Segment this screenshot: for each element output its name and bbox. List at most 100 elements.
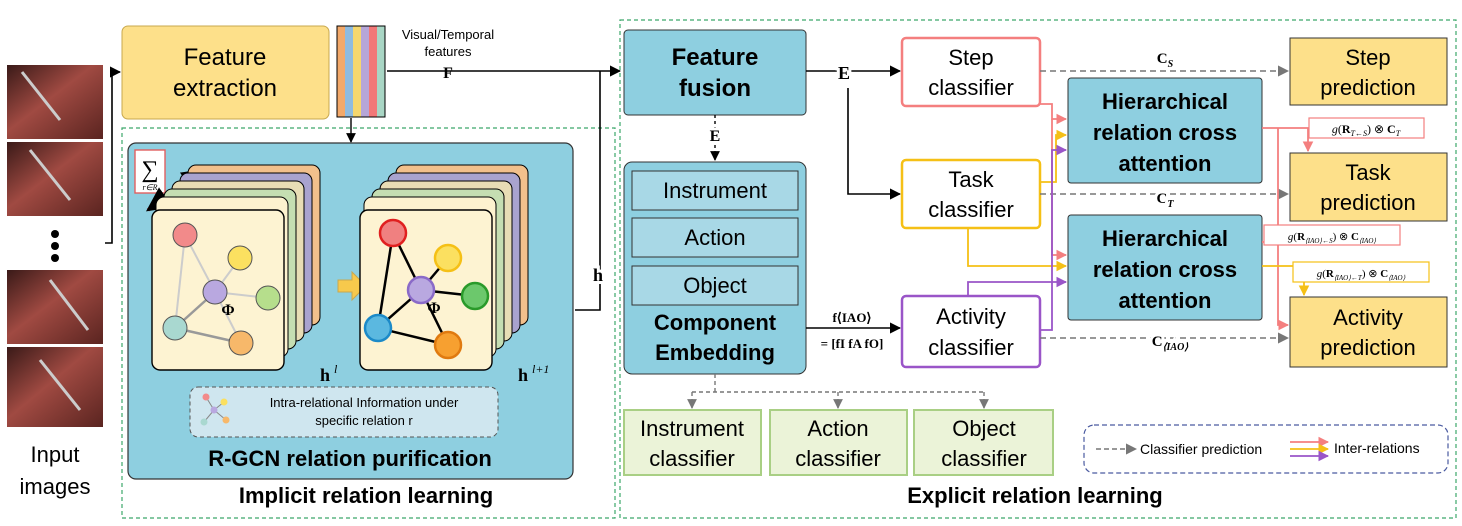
- task-prediction-line2: prediction: [1320, 190, 1415, 215]
- CS-label: CS: [1157, 51, 1174, 70]
- task-prediction-box: [1289, 152, 1448, 222]
- task-prediction-line1: Task: [1345, 160, 1391, 185]
- feature-strip: [336, 25, 386, 118]
- hrca1-line3: attention: [1119, 151, 1212, 176]
- E-to-task-arrow: [847, 88, 902, 200]
- E-down-label: E: [710, 128, 721, 145]
- step-classifier-line2: classifier: [928, 75, 1014, 100]
- f-equation: = [fI fA fO]: [821, 336, 884, 351]
- task-to-hrca1-yellow: [1040, 129, 1068, 183]
- sum-subscript: r∈R: [143, 183, 158, 192]
- h-l1-label: h: [518, 365, 528, 385]
- hrca2-line1: Hierarchical: [1102, 226, 1228, 251]
- feature-extraction-line1: Feature: [184, 44, 267, 71]
- surgical-frame-1: [7, 65, 103, 139]
- task-classifier-line2: classifier: [928, 197, 1014, 222]
- activity-prediction-line2: prediction: [1320, 335, 1415, 360]
- hrca1-to-activity-red: [1277, 128, 1290, 331]
- step-to-hrca2-red: [1051, 119, 1068, 261]
- object-classifier-box: [913, 409, 1054, 476]
- hrca1-to-task-red: [1262, 127, 1314, 153]
- feature-extraction-box: [121, 25, 330, 120]
- activity-to-hrca2-purple: [967, 276, 1068, 296]
- hrca2-line2: relation cross: [1093, 257, 1237, 282]
- explicit-section-border: [619, 19, 1457, 519]
- implicit-section-title: Implicit relation learning: [239, 483, 493, 508]
- h-l1-superscript: l+1: [532, 362, 549, 376]
- f-label: f⟨IAO⟩: [832, 310, 871, 325]
- component-item-1: Action: [684, 225, 745, 250]
- hrca-box-1: [1067, 77, 1263, 184]
- intra-info-line2: specific relation r: [315, 413, 413, 428]
- hrca2-line3: attention: [1119, 288, 1212, 313]
- task-classifier-line1: Task: [948, 167, 994, 192]
- action-classifier-box: [769, 409, 908, 476]
- activity-classifier-box: [900, 294, 1042, 369]
- features-label-line1: Visual/Temporal: [402, 27, 494, 42]
- phi-right: Φ: [427, 300, 440, 317]
- feature-fusion-box: [623, 29, 807, 116]
- component-to-classifiers-tree: [687, 374, 989, 409]
- step-prediction-line1: Step: [1345, 45, 1390, 70]
- component-item-2: Object: [683, 273, 747, 298]
- instrument-embedding: [631, 170, 799, 211]
- hrca-box-2: [1067, 214, 1263, 321]
- rgcn-title: R-GCN relation purification: [208, 446, 492, 471]
- hrca1-line2: relation cross: [1093, 120, 1237, 145]
- left-graph-stack: [151, 164, 321, 371]
- activity-prediction-line1: Activity: [1333, 305, 1403, 330]
- step-prediction-box: [1289, 37, 1448, 106]
- h-label: h: [593, 265, 603, 285]
- step-classifier-line1: Step: [948, 45, 993, 70]
- feature-extraction-line2: extraction: [173, 75, 277, 102]
- features-label-line2: features: [425, 44, 472, 59]
- component-title-line1: Component: [654, 310, 777, 335]
- action-classifier-line2: classifier: [795, 446, 881, 471]
- component-title-line2: Embedding: [655, 340, 775, 365]
- step-prediction-line2: prediction: [1320, 75, 1415, 100]
- feature-fusion-line2: fusion: [679, 75, 751, 102]
- E-right-label: E: [838, 63, 850, 83]
- activity-prediction-box: [1289, 296, 1448, 368]
- explicit-section-title: Explicit relation learning: [907, 483, 1163, 508]
- action-classifier-line1: Action: [807, 416, 868, 441]
- intra-info-box: [189, 386, 499, 438]
- task-to-hrca2-yellow: [967, 228, 1068, 272]
- sum-symbol: ∑: [141, 157, 158, 183]
- legend-box: [1083, 424, 1449, 474]
- hrca1-line1: Hierarchical: [1102, 89, 1228, 114]
- phi-left: Φ: [221, 302, 234, 319]
- input-label-line1: Input: [31, 442, 80, 467]
- relation-label-1-box: [1308, 117, 1425, 139]
- relation-label-1: g(RT←S) ⊗ CT: [1332, 122, 1401, 138]
- legend-classifier-prediction: Classifier prediction: [1140, 441, 1262, 457]
- input-label-line2: images: [20, 474, 91, 499]
- object-embedding: [631, 265, 799, 306]
- legend-inter-relations: Inter-relations: [1334, 440, 1420, 456]
- h-path: [575, 71, 601, 311]
- intra-info-line1: Intra-relational Information under: [270, 395, 459, 410]
- input-images: Input images: [7, 65, 103, 499]
- relation-label-3-box: [1292, 261, 1430, 283]
- h-l-label: h: [320, 365, 330, 385]
- surgical-frame-4: [7, 347, 103, 427]
- activity-classifier-line2: classifier: [928, 335, 1014, 360]
- activity-classifier-line1: Activity: [936, 304, 1006, 329]
- propagate-arrow: [337, 270, 367, 302]
- relation-label-2-box: [1263, 224, 1401, 246]
- object-classifier-line2: classifier: [941, 446, 1027, 471]
- h-l-superscript: l: [334, 362, 338, 376]
- step-classifier-box: [900, 36, 1042, 108]
- feature-fusion-line1: Feature: [672, 44, 759, 71]
- instrument-classifier-box: [623, 409, 762, 476]
- implicit-section-border: [121, 127, 616, 519]
- instrument-classifier-line1: Instrument: [640, 416, 744, 441]
- mini-graph-icon: [200, 393, 230, 426]
- instrument-classifier-line2: classifier: [649, 446, 735, 471]
- activity-to-hrca1-purple: [1040, 144, 1068, 331]
- component-item-0: Instrument: [663, 178, 767, 203]
- relation-label-3: g(R⟨IAO⟩←T) ⊗ C⟨IAO⟩: [1317, 268, 1406, 282]
- step-to-hrca1-red: [1040, 103, 1068, 125]
- F-label: F: [443, 65, 453, 82]
